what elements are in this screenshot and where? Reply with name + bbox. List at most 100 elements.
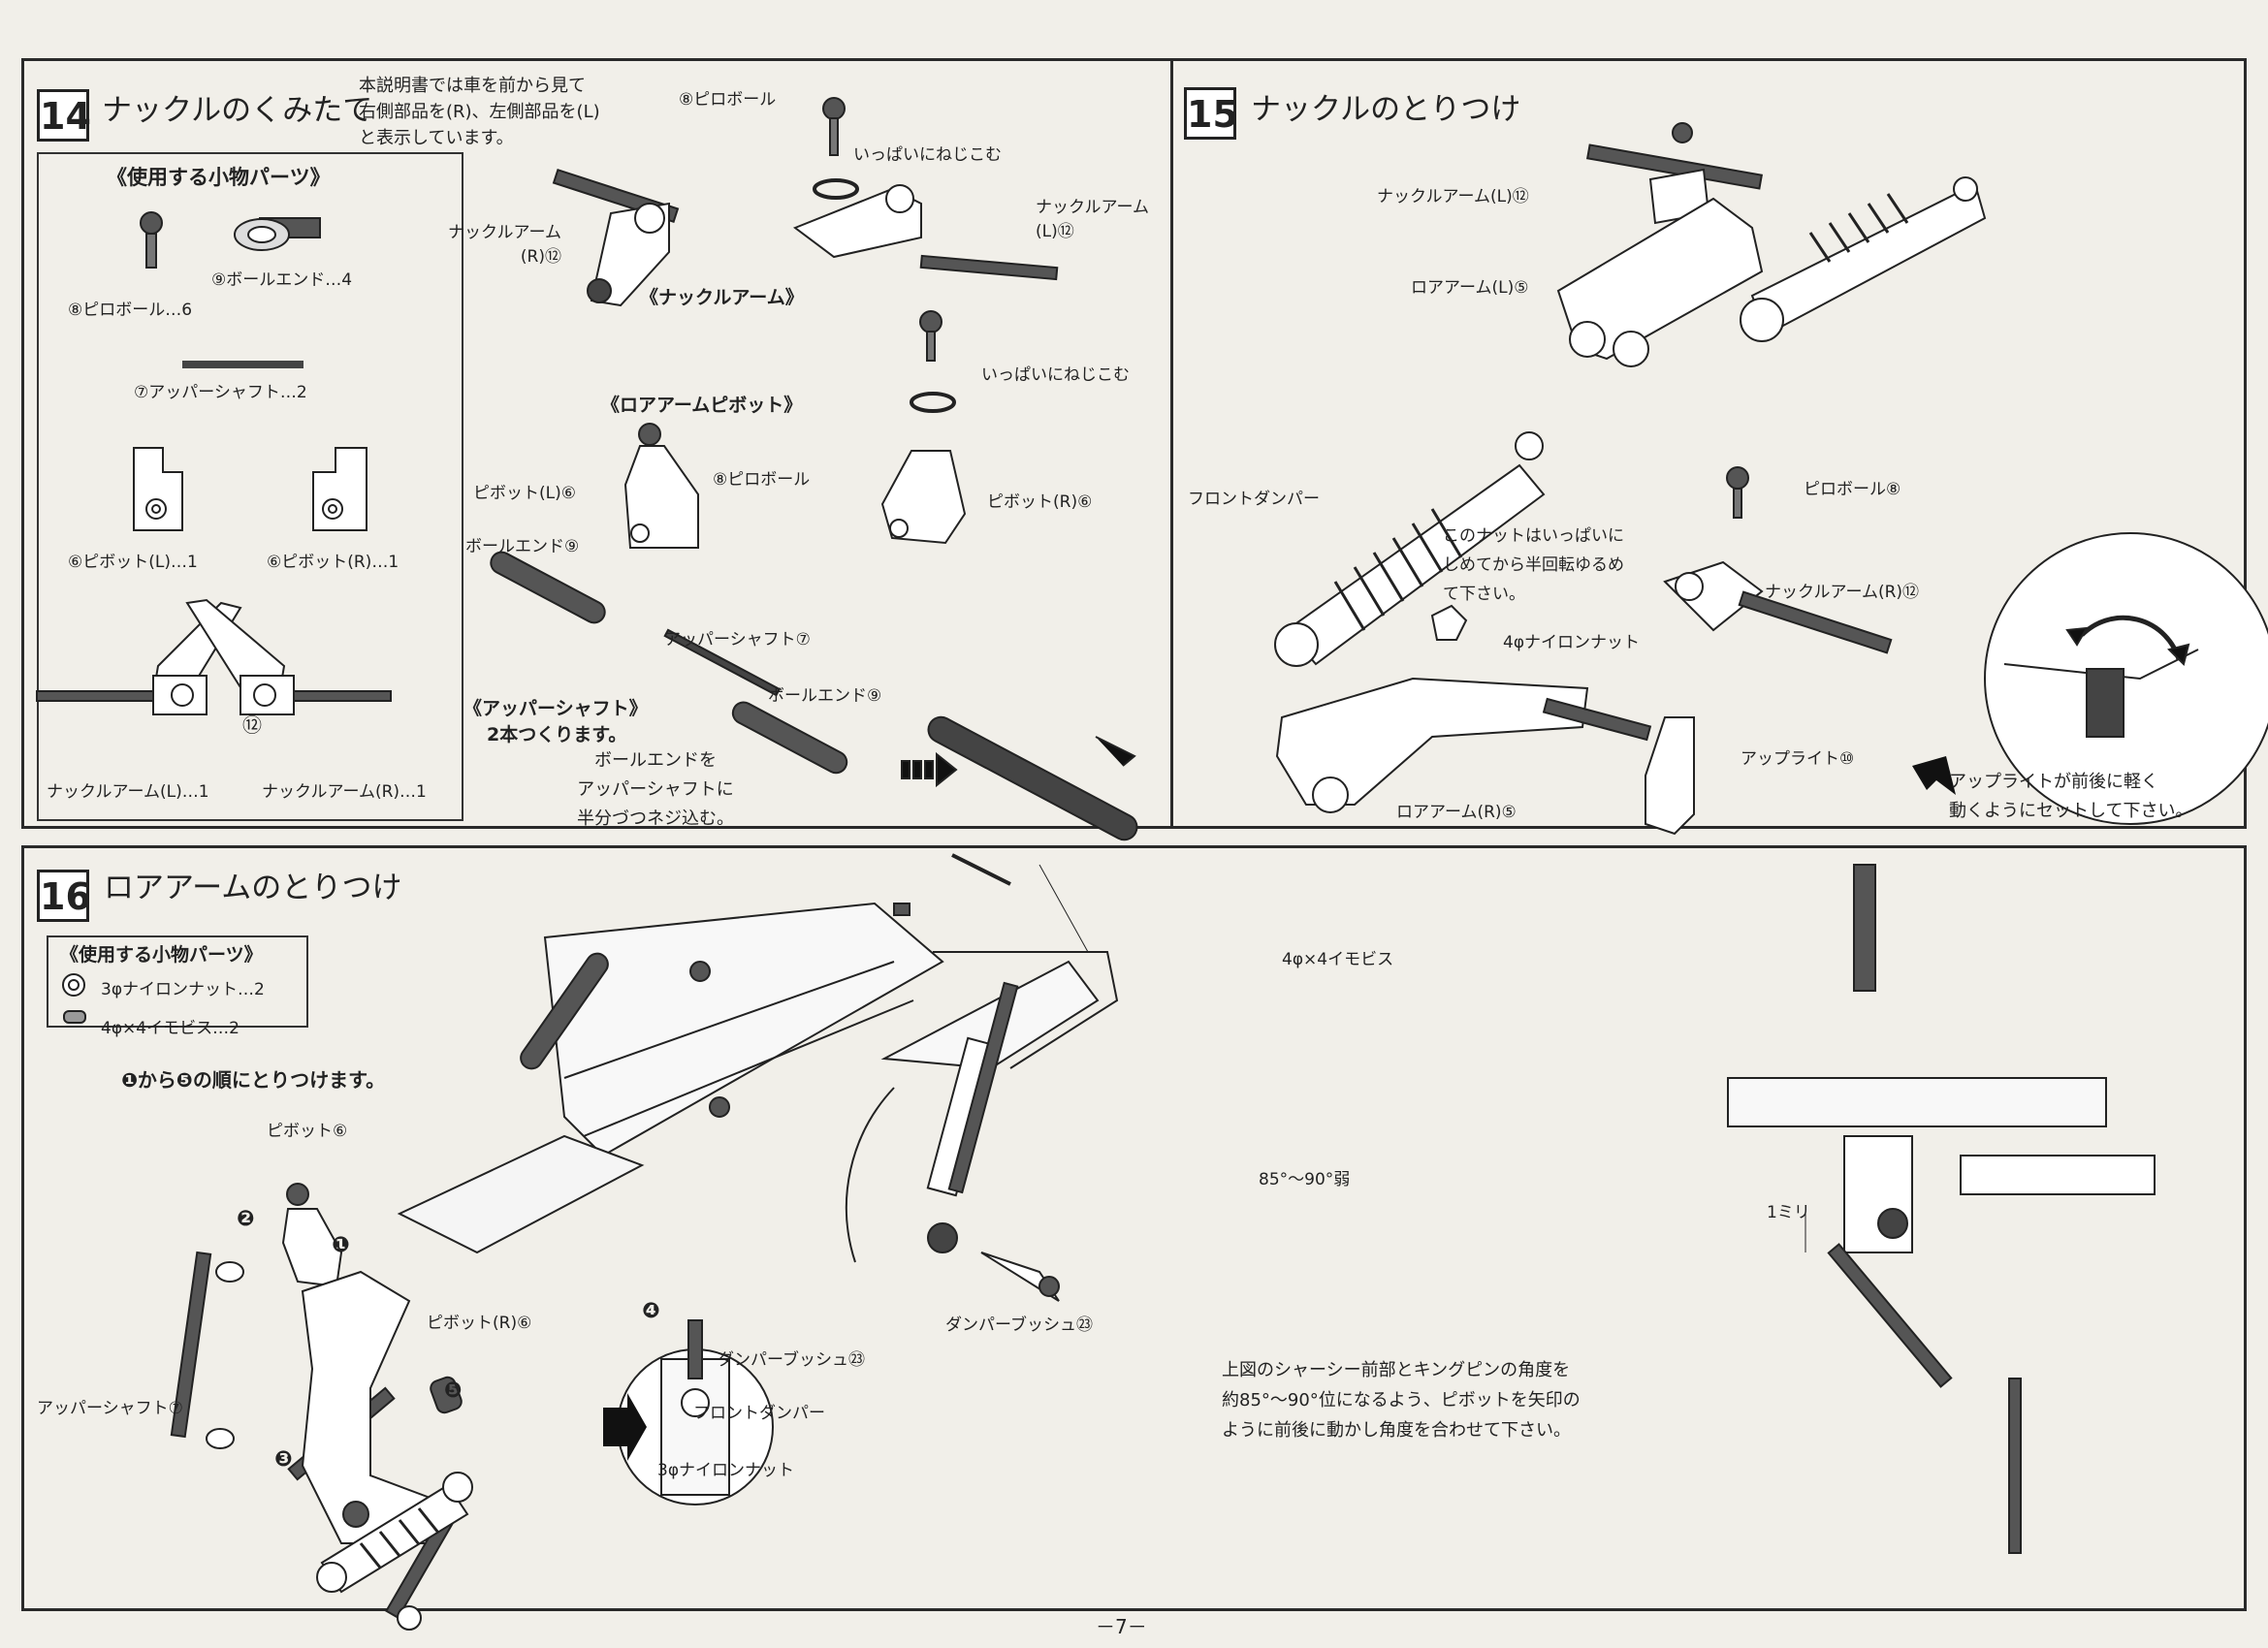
step-15-arrow-icon: [1912, 756, 1956, 795]
s16-pivot-top-label: ピボット⑥: [267, 1122, 348, 1141]
s14-knuckle-heading: 《ナックルアーム》: [640, 287, 804, 308]
pivot-r-icon: [312, 447, 367, 531]
step-15-panel: [1170, 58, 2247, 829]
damper-bush-detail-circle: [617, 1319, 774, 1505]
page-number: －7－: [1096, 1615, 1147, 1638]
s14-screw-in-1-label: いっぱいにねじこむ: [853, 145, 1002, 165]
step-16-number: 16: [37, 870, 91, 922]
s14-ball-end-b-label: ボールエンド⑨: [768, 686, 882, 706]
parts-knuckle-l-label: ナックルアーム(L)…1: [47, 782, 209, 802]
step-15-title: ナックルのとりつけ: [1251, 92, 1521, 127]
ball-end-icon: [234, 217, 321, 251]
seq-marker-1: ❶: [332, 1233, 350, 1257]
s16-nylon-nut-label: 3φナイロンナット: [657, 1461, 795, 1480]
step-14-orientation-note: 本説明書では車を前から見て 右側部品を(R)、左側部品を(L) と表示しています…: [359, 76, 600, 148]
s16-upper-shaft-label: アッパーシャフト⑦: [37, 1399, 183, 1418]
s14-upper-shaft-label: アッパーシャフト⑦: [664, 630, 811, 650]
pivot-l-drawing: [623, 423, 699, 549]
step-16-parts-icons: [62, 973, 86, 1024]
s14-lower-pivot-heading: 《ロアアームピボット》: [601, 395, 803, 416]
upper-shaft-icon: [182, 361, 303, 368]
s14-knuckle-r-label: ナックルアーム (R)⑫: [448, 223, 561, 267]
s16-parts-screw: 4φ×4イモビス…2: [101, 1019, 240, 1038]
knuckle-r-assembly-drawing: [1663, 466, 1893, 654]
s16-angle-note: 上図のシャーシー前部とキングピンの角度を 約85°～90°位になるよう、ピボット…: [1222, 1360, 1581, 1441]
s15-front-damper-label: フロントダンパー: [1188, 490, 1320, 509]
s16-angle-label: 85°～90°弱: [1259, 1170, 1351, 1189]
damper-front-drawing: [1274, 431, 1546, 667]
s14-pivot-r-label: ピボット(R)⑥: [987, 492, 1093, 512]
step-15-number: 15: [1184, 87, 1238, 140]
step-16-title: ロアアームのとりつけ: [104, 871, 402, 905]
s15-upright-note: アップライトが前後に軽く 動くようにセットして下さい。: [1949, 772, 2193, 821]
seq-marker-2: ❷: [237, 1207, 255, 1231]
parts-pillow-ball-label: ⑧ピロボール…6: [68, 301, 193, 320]
parts-knuckle-number: ⑫: [242, 713, 262, 737]
detail-circle: [1984, 532, 2268, 825]
pivot-l-icon: [133, 447, 183, 531]
s16-damper-bush-detail-label: ダンパーブッシュ㉓: [945, 1315, 1093, 1335]
s15-nut-note: このナットはいっぱいに しめてから半回転ゆるめ て下さい。: [1443, 526, 1624, 604]
s16-set-screw-label: 4φ×4イモビス: [1282, 950, 1394, 969]
s15-knuckle-l-label: ナックルアーム(L)⑫: [1377, 187, 1529, 206]
one-mm-detail-drawing: [1727, 864, 2156, 1554]
step-14-title: ナックルのくみたて: [102, 93, 373, 128]
knuckle-r-icon: [185, 598, 392, 715]
s16-pivot-r-label: ピボット(R)⑥: [427, 1314, 532, 1333]
parts-pivot-l-label: ⑥ピボット(L)…1: [68, 553, 198, 572]
s16-damper-bush-label: ダンパーブッシュ㉓: [718, 1350, 865, 1370]
s14-pillow-ball-mid-label: ⑧ピロボール: [713, 470, 811, 490]
lower-arm-r-drawing: [1275, 677, 1589, 813]
s16-order-note: ❶から❺の順にとりつけます。: [121, 1068, 386, 1092]
step-15-assembly-drawings: [1274, 122, 2268, 836]
step-16-parts-heading: 《使用する小物パーツ》: [60, 944, 263, 966]
knuckle-l-assembly-drawing: [1556, 122, 1764, 367]
s14-upper-shaft-heading: 《アッパーシャフト》: [463, 698, 648, 719]
step-16-parts-box: [47, 935, 308, 1028]
pivot-r-drawing: [880, 310, 967, 545]
s15-pillow-ball-label: ピロボール⑧: [1804, 480, 1901, 499]
step-16-assembly-drawings: [170, 853, 2156, 1631]
s14-make-two-label: 2本つくります。: [487, 724, 627, 745]
knuckle-arm-r-drawing: [552, 168, 680, 307]
seq-marker-3: ❸: [274, 1447, 293, 1472]
step-16-detail-arrow-icon: [603, 1393, 647, 1461]
nylon-nut-icon: [62, 973, 85, 997]
step-16-panel: [21, 845, 2247, 1611]
s15-knuckle-r-label: ナックルアーム(R)⑫: [1765, 583, 1920, 602]
seq-marker-5: ❺: [444, 1379, 463, 1403]
step-14-parts-box: [37, 152, 463, 821]
s14-screw-in-2-label: いっぱいにねじこむ: [981, 365, 1130, 385]
nylon-nut-drawing: [1430, 604, 1468, 641]
upper-shaft-assembly-drawing-16: [170, 1251, 244, 1449]
parts-ball-end-label: ⑨ボールエンド…4: [211, 270, 353, 290]
s14-ball-end-note: ボールエンドを アッパーシャフトに 半分づつネジ込む。: [577, 750, 734, 829]
s14-pivot-l-label: ピボット(L)⑥: [473, 484, 576, 503]
s16-front-damper-label: フロントダンパー: [693, 1404, 825, 1423]
seq-marker-4: ❹: [642, 1299, 660, 1323]
front-damper-drawing-16: [316, 1376, 473, 1631]
parts-upper-shaft-label: ⑦アッパーシャフト…2: [134, 383, 307, 402]
parts-knuckle-r-label: ナックルアーム(R)…1: [262, 782, 427, 802]
s16-parts-nylon-nut: 3φナイロンナット…2: [101, 980, 265, 999]
step-14-parts-heading: 《使用する小物パーツ》: [107, 166, 331, 189]
s16-one-mm-label: 1ミリ: [1767, 1203, 1810, 1222]
s15-lower-arm-r-label: ロアアーム(R)⑤: [1396, 803, 1517, 822]
s14-ball-end-a-label: ボールエンド⑨: [465, 537, 580, 556]
set-screw-icon: [63, 1010, 86, 1024]
s15-upright-label: アップライト⑩: [1741, 749, 1855, 769]
chassis-front-drawing: [397, 902, 944, 1254]
damper-l-drawing: [1740, 176, 1987, 342]
s15-lower-arm-l-label: ロアアーム(L)⑤: [1411, 278, 1529, 298]
step-14-number: 14: [37, 89, 91, 142]
angle-detail-drawing: [845, 853, 1119, 1302]
upper-shaft-assembly-drawing: [490, 551, 1138, 841]
s15-nylon-nut-label: 4φナイロンナット: [1503, 633, 1641, 652]
s14-knuckle-l-label: ナックルアーム (L)⑫: [1036, 198, 1149, 241]
upright-drawing: [1542, 697, 1695, 836]
parts-pivot-r-label: ⑥ピボット(R)…1: [267, 553, 399, 572]
step-14-assembly-drawings: [490, 97, 1138, 841]
pillow-ball-icon: [140, 211, 163, 269]
knuckle-arm-l-drawing: [792, 97, 1059, 281]
